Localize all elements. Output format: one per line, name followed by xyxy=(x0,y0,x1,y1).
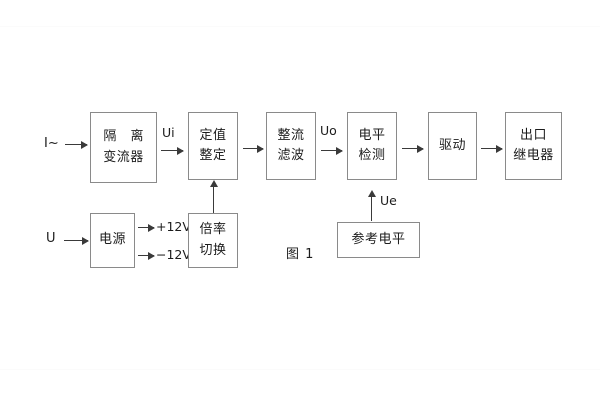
block-ratio-switch: 倍率 切换 xyxy=(188,213,238,268)
block-rectifier-filter: 整流 滤波 xyxy=(266,112,316,180)
rail-pos-label: +12V xyxy=(156,219,191,234)
block-ratio-switch-line-2: 切换 xyxy=(199,242,227,258)
block-driver-line-1: 驱动 xyxy=(438,137,466,153)
block-reference-level-line-1: 参考电平 xyxy=(351,231,406,247)
block-rectifier-filter-line-2: 滤波 xyxy=(277,148,305,163)
arrow-ratio-to-setting xyxy=(209,180,218,213)
current-input-arrow xyxy=(65,140,88,149)
signal-uo-label: Uo xyxy=(320,123,337,138)
signal-ui-arrow xyxy=(161,146,184,155)
block-output-relay-line-1: 出口 xyxy=(519,127,547,143)
block-isolation-ct: 隔 离 变流器 xyxy=(90,112,157,183)
voltage-input-arrow xyxy=(64,236,89,245)
block-output-relay-line-2: 继电器 xyxy=(513,148,554,163)
block-output-relay: 出口 继电器 xyxy=(505,112,562,180)
arrow-driver-to-relay xyxy=(481,144,503,153)
block-isolation-ct-line-2: 变流器 xyxy=(103,149,144,165)
block-level-detect-line-1: 电平 xyxy=(358,127,386,143)
block-level-detect: 电平 检测 xyxy=(347,112,397,180)
page-frame xyxy=(0,26,600,370)
block-power-supply: 电源 xyxy=(90,213,135,268)
signal-ue-label: Ue xyxy=(380,193,397,208)
block-reference-level: 参考电平 xyxy=(337,222,420,258)
arrow-setting-to-rectifier xyxy=(243,144,264,153)
block-power-supply-line-1: 电源 xyxy=(98,232,126,248)
voltage-input-label: U xyxy=(46,231,56,246)
block-setting-adjust-line-1: 定值 xyxy=(199,127,227,143)
block-isolation-ct-line-1: 隔 离 xyxy=(103,129,149,145)
current-input-label: I~ xyxy=(44,136,59,151)
rail-pos-arrow xyxy=(138,223,155,232)
block-setting-adjust-line-2: 整定 xyxy=(199,148,227,163)
figure-caption: 图 1 xyxy=(286,247,315,262)
block-level-detect-line-2: 检测 xyxy=(358,148,386,163)
block-ratio-switch-line-1: 倍率 xyxy=(199,222,227,238)
signal-ui-label: Ui xyxy=(162,125,175,140)
block-setting-adjust: 定值 整定 xyxy=(188,112,238,180)
rail-neg-label: −12V xyxy=(156,247,191,262)
block-driver: 驱动 xyxy=(428,112,477,180)
signal-uo-arrow xyxy=(321,146,343,155)
arrow-reference-to-level xyxy=(367,190,376,221)
block-rectifier-filter-line-1: 整流 xyxy=(277,127,305,143)
arrow-level-to-driver xyxy=(402,144,424,153)
rail-neg-arrow xyxy=(138,251,155,260)
